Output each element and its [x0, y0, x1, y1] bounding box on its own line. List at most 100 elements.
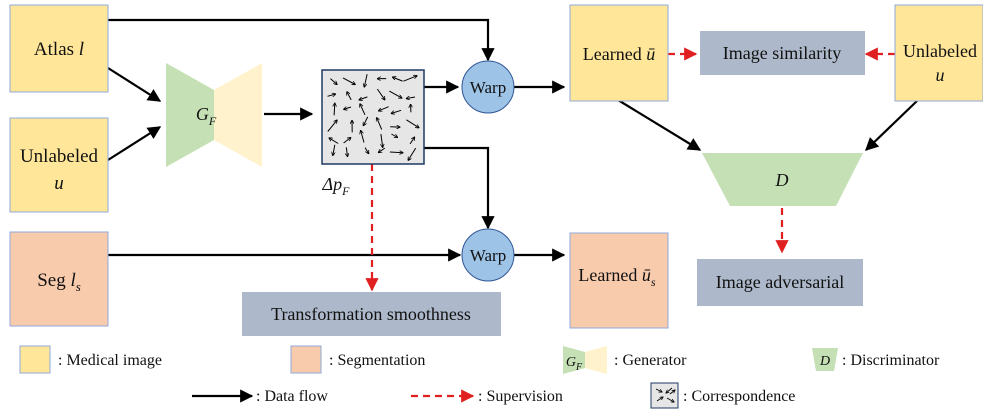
field-vector	[377, 118, 383, 130]
svg-text:Atlas l: Atlas l	[34, 39, 84, 60]
field-vector	[389, 152, 403, 153]
svg-text:GF: GF	[196, 104, 217, 128]
legend-correspondence-label: : Correspondence	[683, 388, 795, 405]
data-flow-arrows	[107, 18, 919, 262]
legend-discriminator-label: : Discriminator	[842, 352, 940, 369]
field-vector	[391, 109, 402, 113]
legend: : Medical image : Segmentation GF : Gene…	[19, 345, 940, 409]
deformation-field: ΔpF	[321, 69, 425, 198]
legend-supervision: : Supervision	[411, 388, 563, 405]
deformation-subscript: F	[341, 184, 350, 198]
field-vector	[360, 104, 366, 116]
field-vector	[364, 74, 368, 87]
seg-subscript: s	[76, 279, 81, 294]
arrow-learned-u-to-discriminator	[617, 99, 702, 151]
field-vector	[346, 147, 347, 156]
atlas-label: Atlas	[34, 39, 79, 60]
warp-bottom-label: Warp	[470, 246, 506, 265]
legend-supervision-label: : Supervision	[478, 388, 563, 405]
warp-bottom-node: Warp	[461, 228, 515, 282]
atlas-box: Atlas l	[9, 4, 109, 93]
warp-top-node: Warp	[461, 60, 515, 114]
field-vector	[327, 120, 337, 132]
discriminator: D	[702, 153, 863, 206]
generator-subscript: F	[208, 114, 217, 128]
svg-text:GF: GF	[566, 355, 583, 373]
field-vector	[333, 144, 335, 156]
unlabeled-left-box: Unlabeled u	[9, 117, 109, 213]
legend-discriminator: D : Discriminator	[812, 348, 940, 371]
field-vector	[408, 147, 417, 160]
generator: GF	[166, 63, 262, 167]
field-vector	[403, 76, 417, 82]
field-vector	[406, 97, 416, 99]
seg-symbol: l	[70, 270, 75, 291]
supervision-arrows	[365, 47, 895, 292]
unlabeled-right-symbol: u	[936, 65, 945, 85]
legend-generator-label: : Generator	[614, 352, 687, 369]
arrow-atlas-to-generator	[107, 67, 162, 102]
legend-generator: GF : Generator	[563, 346, 687, 374]
seg-box: Seg ls	[9, 231, 109, 327]
legend-data-flow: : Data flow	[192, 388, 328, 405]
field-vector	[359, 96, 368, 100]
svg-text:Learned ūs: Learned ūs	[578, 265, 655, 289]
seg-label: Seg	[37, 270, 70, 291]
deformation-symbol: Δp	[322, 174, 343, 194]
generator-symbol: G	[196, 104, 209, 124]
image-adversarial-label: Image adversarial	[716, 272, 844, 292]
transformation-smoothness-box: Transformation smoothness	[242, 292, 501, 336]
field-vector	[393, 77, 403, 82]
field-vector	[329, 138, 339, 144]
learned-u-box: Learned ū	[569, 4, 669, 102]
legend-data-flow-label: : Data flow	[256, 388, 328, 405]
atlas-symbol: l	[79, 39, 84, 60]
legend-segmentation-label: : Segmentation	[329, 352, 425, 369]
legend-medical-image-label: : Medical image	[58, 352, 162, 369]
field-vector	[343, 138, 351, 144]
field-arrows	[327, 74, 420, 160]
unlabeled-left-symbol: u	[54, 173, 64, 194]
arrow-unlabeled-right-to-discriminator	[865, 99, 919, 151]
legend-segmentation: : Segmentation	[290, 345, 425, 374]
field-vector	[409, 137, 415, 145]
warp-top-label: Warp	[470, 78, 506, 97]
field-vector	[327, 94, 336, 96]
learned-us-symbol: ū	[642, 265, 651, 285]
field-vector	[342, 77, 355, 85]
legend-generator-symbol: G	[566, 355, 576, 370]
arrow-unlabeled-to-generator	[107, 126, 162, 161]
legend-generator-subscript: F	[575, 362, 583, 373]
legend-correspondence: : Correspondence	[650, 382, 795, 409]
field-vector	[344, 107, 352, 109]
svg-text:Seg ls: Seg ls	[37, 270, 81, 294]
field-vector	[361, 130, 365, 143]
field-vector	[364, 147, 369, 154]
learned-us-label: Learned	[578, 265, 641, 285]
legend-discriminator-symbol: D	[819, 354, 830, 369]
field-vector	[379, 106, 389, 111]
image-adversarial-box: Image adversarial	[697, 259, 863, 306]
learned-us-box: Learned ūs	[569, 232, 669, 329]
svg-text:Learned ū: Learned ū	[583, 44, 655, 64]
unlabeled-left-label: Unlabeled	[20, 146, 99, 167]
field-vector	[381, 133, 383, 148]
discriminator-symbol: D	[775, 170, 789, 190]
field-vector	[406, 119, 419, 128]
learned-us-subscript: s	[651, 275, 656, 289]
arrow-atlas-top-to-warp	[108, 18, 495, 62]
transformation-smoothness-label: Transformation smoothness	[271, 304, 471, 324]
legend-correspondence-icon	[655, 387, 675, 402]
field-vector	[330, 78, 337, 85]
svg-text:ΔpF: ΔpF	[322, 174, 351, 198]
field-vector	[334, 103, 335, 116]
learned-u-label: Learned	[583, 44, 646, 64]
field-vector	[376, 88, 385, 100]
unlabeled-right-box: Unlabeled u	[894, 4, 983, 102]
field-vector	[347, 92, 352, 101]
arrow-field-to-warp-bottom	[424, 146, 495, 230]
image-similarity-box: Image similarity	[700, 31, 865, 75]
field-vector	[378, 147, 386, 153]
field-vector	[363, 116, 369, 126]
legend-medical-image: : Medical image	[19, 345, 162, 374]
